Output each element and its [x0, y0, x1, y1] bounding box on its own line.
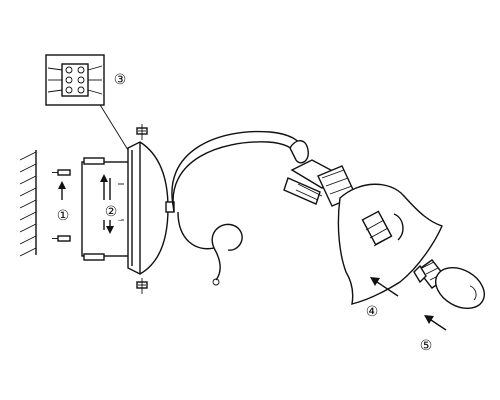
- screw-icon: [136, 278, 148, 294]
- step-5: ⑤: [420, 338, 433, 354]
- lamp-shade-icon: [283, 159, 443, 305]
- wall-icon: [19, 150, 37, 257]
- arrow-icon: [424, 315, 447, 331]
- arrow-icon: [370, 277, 399, 297]
- step-2-label: ②: [105, 204, 118, 220]
- step-4: ④: [366, 304, 379, 320]
- screw-icon: [136, 124, 148, 140]
- step-1: ①: [57, 208, 70, 224]
- screw-icon: [52, 235, 71, 242]
- lamp-arm-icon: [165, 130, 309, 286]
- step-3-label: ③: [114, 72, 127, 88]
- step-2: ②: [101, 200, 121, 220]
- wiring-terminal-icon: [45, 54, 105, 106]
- step-3: ③: [114, 72, 127, 88]
- step-5-label: ⑤: [420, 338, 433, 354]
- step-4-label: ④: [366, 304, 379, 320]
- arrow-icon: [58, 181, 66, 200]
- light-bulb-icon: [413, 259, 485, 309]
- canopy-icon: [127, 124, 169, 294]
- screw-icon: [52, 169, 71, 176]
- step-1-label: ①: [57, 208, 70, 224]
